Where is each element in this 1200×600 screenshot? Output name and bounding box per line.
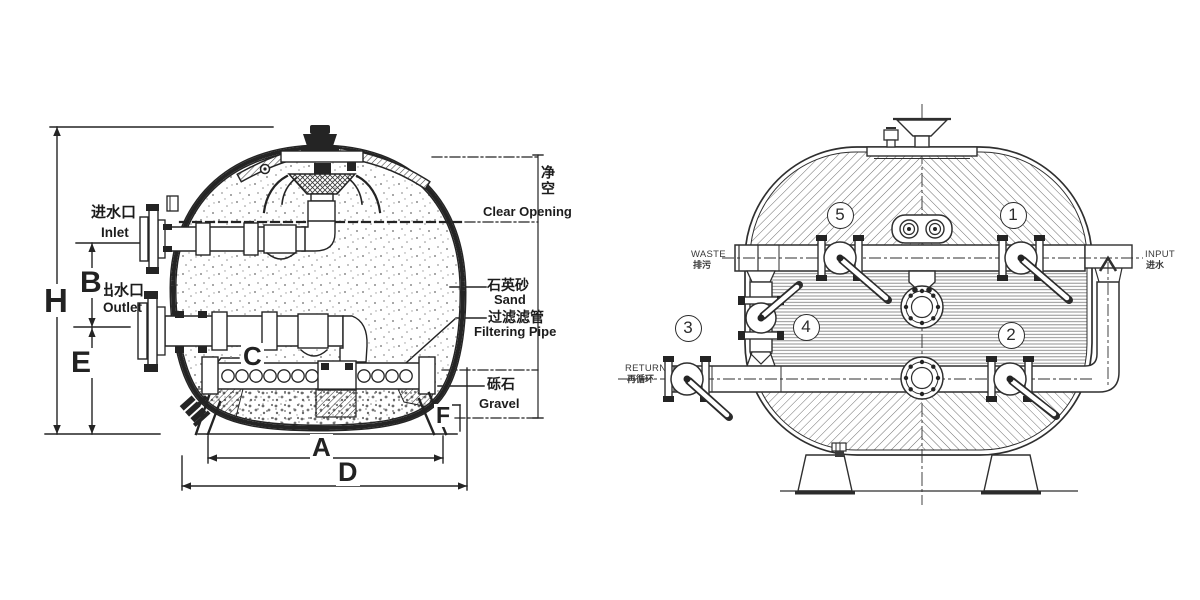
valve-4 bbox=[738, 281, 803, 340]
dim-b: B bbox=[78, 266, 104, 299]
stand-legs bbox=[780, 454, 1078, 495]
inlet-label-cn: 进水口 bbox=[91, 204, 137, 221]
outlet-label-cn: 出水口 bbox=[99, 282, 145, 299]
valve-number-1: 1 bbox=[999, 201, 1027, 229]
lateral-assembly bbox=[201, 356, 436, 418]
valve-number-3: 3 bbox=[674, 314, 702, 342]
inlet-pipe-assembly bbox=[139, 204, 306, 274]
input-fitting bbox=[1084, 244, 1133, 388]
dim-f: F bbox=[434, 402, 453, 428]
valve-number-5: 5 bbox=[826, 201, 854, 229]
gravel-label-cn: 砾石 bbox=[487, 376, 515, 392]
dim-h: H bbox=[42, 282, 70, 319]
dome-fitting bbox=[347, 162, 356, 171]
air-vent bbox=[280, 125, 364, 163]
lower-center-flange bbox=[900, 356, 944, 400]
valve-2 bbox=[986, 356, 1060, 420]
valve-3 bbox=[663, 356, 733, 421]
inlet-label-en: Inlet bbox=[101, 225, 129, 240]
lifting-lug bbox=[166, 195, 179, 212]
sand-label-cn: 石英砂 bbox=[487, 277, 529, 293]
sand-label-en: Sand bbox=[494, 292, 526, 307]
gravel-label-en: Gravel bbox=[479, 396, 520, 411]
sight-glass bbox=[891, 214, 953, 244]
top-plug-fitting bbox=[883, 127, 899, 148]
outlet-label-en: Outlet bbox=[103, 300, 142, 315]
front-view bbox=[618, 104, 1143, 505]
valve-1 bbox=[997, 235, 1073, 304]
valve-number-2: 2 bbox=[997, 321, 1025, 349]
waste-label-en: WASTE bbox=[691, 249, 726, 260]
dimension-arrows bbox=[53, 127, 467, 490]
section-view bbox=[44, 125, 544, 491]
dim-e: E bbox=[69, 346, 94, 379]
valve-number-4: 4 bbox=[792, 313, 820, 341]
dim-a: A bbox=[310, 432, 333, 462]
dimension-lines bbox=[44, 126, 468, 491]
bottom-drain bbox=[831, 442, 847, 457]
waste-label-cn: 排污 bbox=[693, 260, 712, 270]
clear-opening-label-en: Clear Opening bbox=[483, 204, 572, 219]
dim-d: D bbox=[336, 457, 360, 487]
air-release-funnel bbox=[893, 117, 951, 148]
return-label-en: RETURN bbox=[625, 363, 667, 374]
outlet-pipe-assembly bbox=[137, 291, 368, 372]
drain-plug bbox=[179, 395, 211, 427]
diffuser bbox=[262, 163, 382, 252]
upper-center-flange bbox=[900, 270, 944, 329]
input-label-cn: 进水 bbox=[1146, 260, 1165, 270]
dim-c: C bbox=[241, 341, 264, 371]
input-label-en: INPUT bbox=[1145, 249, 1175, 260]
return-label-cn: 再循环 bbox=[627, 374, 655, 384]
filtering-pipe-label-cn: 过滤滤管 bbox=[488, 309, 544, 325]
filtering-pipe-label-en: Filtering Pipe bbox=[474, 324, 557, 339]
clear-opening-label-cn: 净空 bbox=[540, 165, 556, 197]
valve-5 bbox=[816, 235, 892, 304]
